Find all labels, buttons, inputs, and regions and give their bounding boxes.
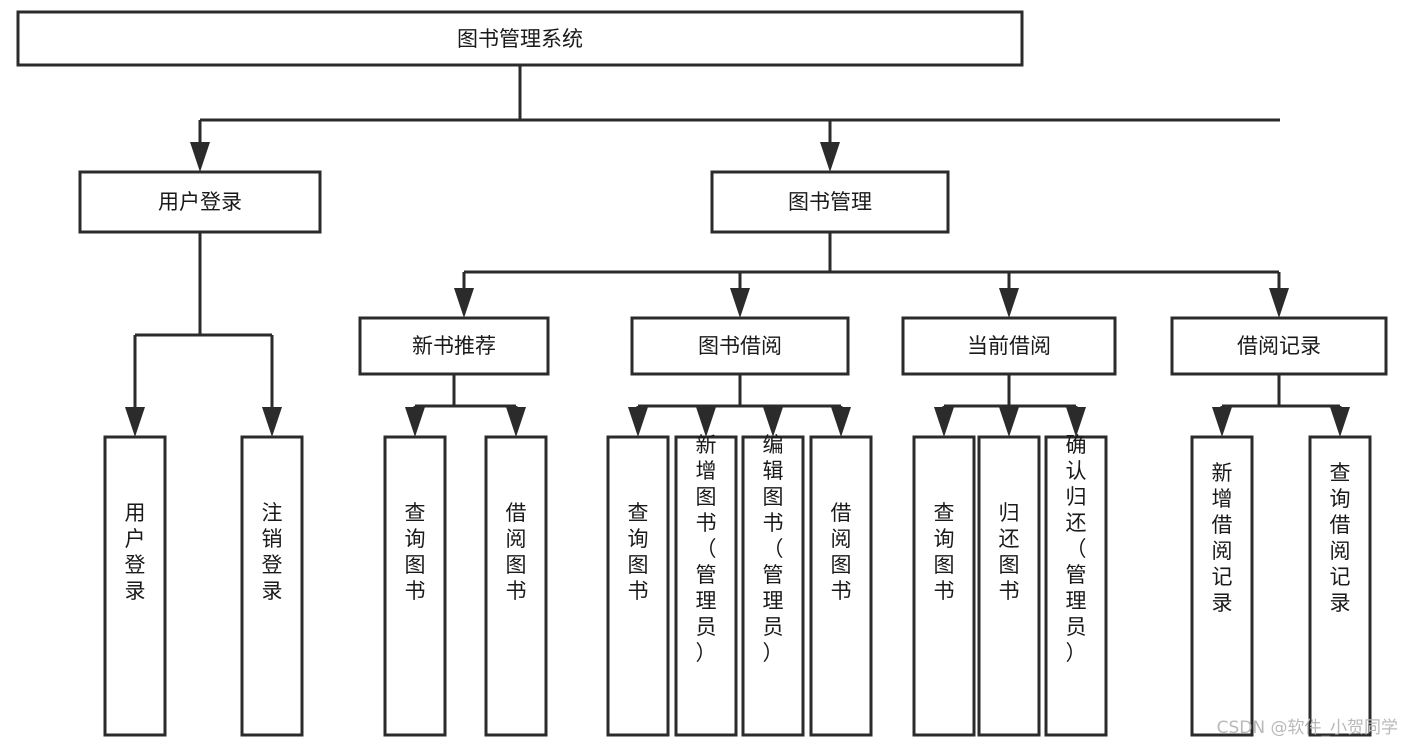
arrowhead-bb-leaf4 xyxy=(831,407,851,437)
arrowhead-bb-leaf2 xyxy=(696,407,716,437)
leaf-node-bb-add-book-admin[interactable]: 新增图书（管理员） xyxy=(674,433,738,737)
leaf-node-bb-borrow-book[interactable]: 借阅图书 xyxy=(809,435,873,737)
arrowhead-bb-leaf1 xyxy=(628,407,648,437)
root-label: 图书管理系统 xyxy=(457,27,583,51)
current-borrow-box[interactable] xyxy=(901,316,1117,376)
leaf-box[interactable] xyxy=(240,435,304,737)
leaf-box[interactable] xyxy=(103,435,167,737)
leaf-box[interactable] xyxy=(383,435,447,737)
arrowhead-current-borrow xyxy=(999,288,1019,318)
root-box[interactable] xyxy=(16,10,1024,67)
borrow-record-label: 借阅记录 xyxy=(1237,334,1321,358)
new-book-recommend-box[interactable] xyxy=(358,316,550,376)
node-current-borrow[interactable]: 当前借阅 xyxy=(901,316,1117,376)
leaf-label-vertical: 查询借阅记录 xyxy=(1330,461,1351,615)
book-management-label: 图书管理 xyxy=(788,190,872,214)
leaf-box[interactable] xyxy=(606,435,670,737)
arrowhead-cb-leaf2 xyxy=(999,407,1019,437)
leaf-label-vertical: 归还图书 xyxy=(999,501,1020,603)
leaf-node-bb-query-book[interactable]: 查询图书 xyxy=(606,435,670,737)
leaf-label-vertical: 新增借阅记录 xyxy=(1212,461,1233,615)
arrowhead-cb-leaf1 xyxy=(934,407,954,437)
user-login-label: 用户登录 xyxy=(158,190,242,214)
arrowhead-new-book-recommend xyxy=(454,288,474,318)
node-root-system[interactable]: 图书管理系统 xyxy=(16,10,1024,67)
arrowhead-book-borrow xyxy=(730,288,750,318)
node-book-borrow[interactable]: 图书借阅 xyxy=(630,316,850,376)
leaf-label-vertical: 查询图书 xyxy=(405,501,426,603)
arrowhead-bb-leaf3 xyxy=(763,407,783,437)
node-new-book-recommend[interactable]: 新书推荐 xyxy=(358,316,550,376)
book-management-box[interactable] xyxy=(710,170,950,234)
arrowhead-user-login xyxy=(190,142,210,172)
arrowhead-leaf-logout xyxy=(262,407,282,437)
borrow-record-box[interactable] xyxy=(1170,316,1388,376)
leaf-node-bb-edit-book-admin[interactable]: 编辑图书（管理员） xyxy=(741,433,805,737)
leaf-node-nb-query-book[interactable]: 查询图书 xyxy=(383,435,447,737)
book-borrow-label: 图书借阅 xyxy=(698,334,782,358)
leaf-label-vertical: 借阅图书 xyxy=(506,501,527,603)
arrowhead-nb-leaf2 xyxy=(506,407,526,437)
leaf-box[interactable] xyxy=(741,435,805,737)
leaf-box[interactable] xyxy=(1308,435,1372,737)
leaf-label-vertical: 用户登录 xyxy=(125,501,146,603)
leaf-label-vertical: 查询图书 xyxy=(934,501,955,603)
leaf-label-vertical: 新增图书（管理员） xyxy=(696,433,717,665)
leaf-label-vertical: 编辑图书（管理员） xyxy=(763,433,784,665)
leaf-box[interactable] xyxy=(484,435,548,737)
book-borrow-box[interactable] xyxy=(630,316,850,376)
leaf-node-cb-confirm-return-admin[interactable]: 确认归还（管理员） xyxy=(1044,433,1108,737)
current-borrow-label: 当前借阅 xyxy=(967,334,1051,358)
new-book-recommend-label: 新书推荐 xyxy=(412,334,496,358)
connector-layer xyxy=(125,65,1350,437)
arrowhead-leaf-user-login xyxy=(125,407,145,437)
node-user-login[interactable]: 用户登录 xyxy=(78,170,322,234)
user-login-box[interactable] xyxy=(78,170,322,234)
leaf-node-logout[interactable]: 注销登录 xyxy=(240,435,304,737)
leaf-box[interactable] xyxy=(1190,435,1254,737)
arrowhead-br-leaf1 xyxy=(1212,407,1232,437)
node-book-management[interactable]: 图书管理 xyxy=(710,170,950,234)
arrowhead-borrow-record xyxy=(1269,288,1289,318)
leaf-label-vertical: 借阅图书 xyxy=(831,501,852,603)
leaf-label-vertical: 注销登录 xyxy=(262,501,283,603)
watermark-label: CSDN @软件_小贺同学 xyxy=(1217,718,1398,738)
node-borrow-record[interactable]: 借阅记录 xyxy=(1170,316,1388,376)
leaf-label-vertical: 查询图书 xyxy=(628,501,649,603)
leaf-node-br-add-record[interactable]: 新增借阅记录 xyxy=(1190,435,1254,737)
leaf-label-vertical: 确认归还（管理员） xyxy=(1066,433,1087,665)
arrowhead-nb-leaf1 xyxy=(405,407,425,437)
leaf-box[interactable] xyxy=(809,435,873,737)
leaf-node-br-query-record[interactable]: 查询借阅记录 xyxy=(1308,435,1372,737)
leaf-node-cb-return-book[interactable]: 归还图书 xyxy=(977,435,1041,737)
leaf-node-cb-query-book[interactable]: 查询图书 xyxy=(912,435,976,737)
leaf-node-user-login-action[interactable]: 用户登录 xyxy=(103,435,167,737)
arrowhead-book-mgmt xyxy=(820,142,840,172)
leaf-box[interactable] xyxy=(674,435,738,737)
arrowhead-br-leaf2 xyxy=(1330,407,1350,437)
arrowhead-cb-leaf3 xyxy=(1066,407,1086,437)
leaf-box[interactable] xyxy=(912,435,976,737)
leaf-box[interactable] xyxy=(1044,435,1108,737)
leaf-box[interactable] xyxy=(977,435,1041,737)
leaf-node-nb-borrow-book[interactable]: 借阅图书 xyxy=(484,435,548,737)
